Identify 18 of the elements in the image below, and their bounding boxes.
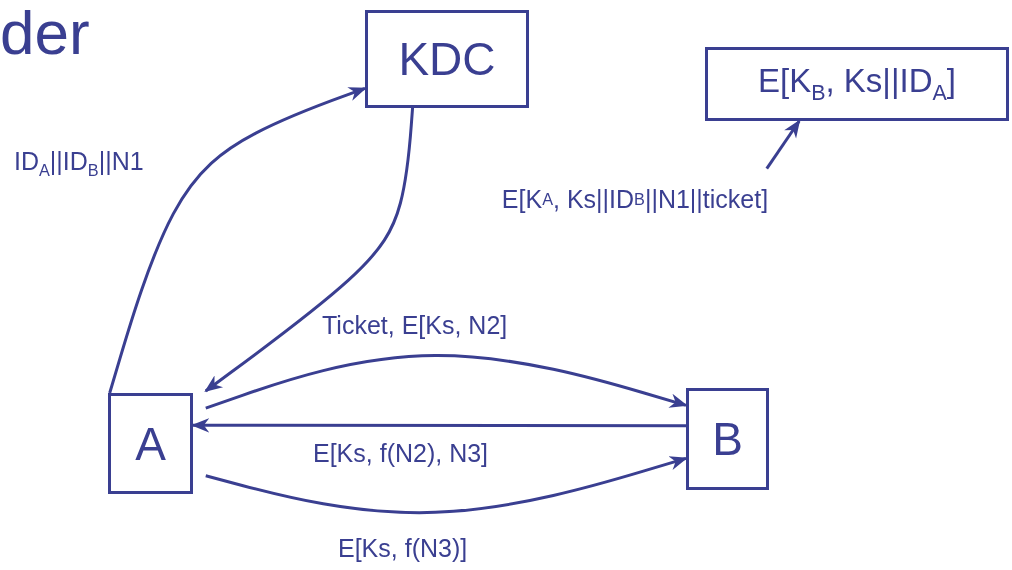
message-box [365,10,529,108]
arrow [205,456,688,515]
title: der [0,2,90,64]
edge-label: E[Ks, f(N3)] [338,535,468,563]
arrow [191,418,686,433]
message-box [686,388,769,490]
box-label: B [712,412,743,466]
arrow [204,107,415,393]
arrow [765,119,801,170]
box-label: A [135,416,166,471]
arrow [205,354,688,410]
edge-label: E[Ks, f(N2), N3] [313,440,489,468]
edge-label: Ticket, E[Ks, N2] [322,312,508,340]
message-box [705,47,1009,121]
box-label: KDC [398,32,496,86]
box-label: E[K$_{B}$, Ks||ID$_{A}$] [758,62,956,106]
message-box [108,393,193,494]
arrow [108,87,367,394]
